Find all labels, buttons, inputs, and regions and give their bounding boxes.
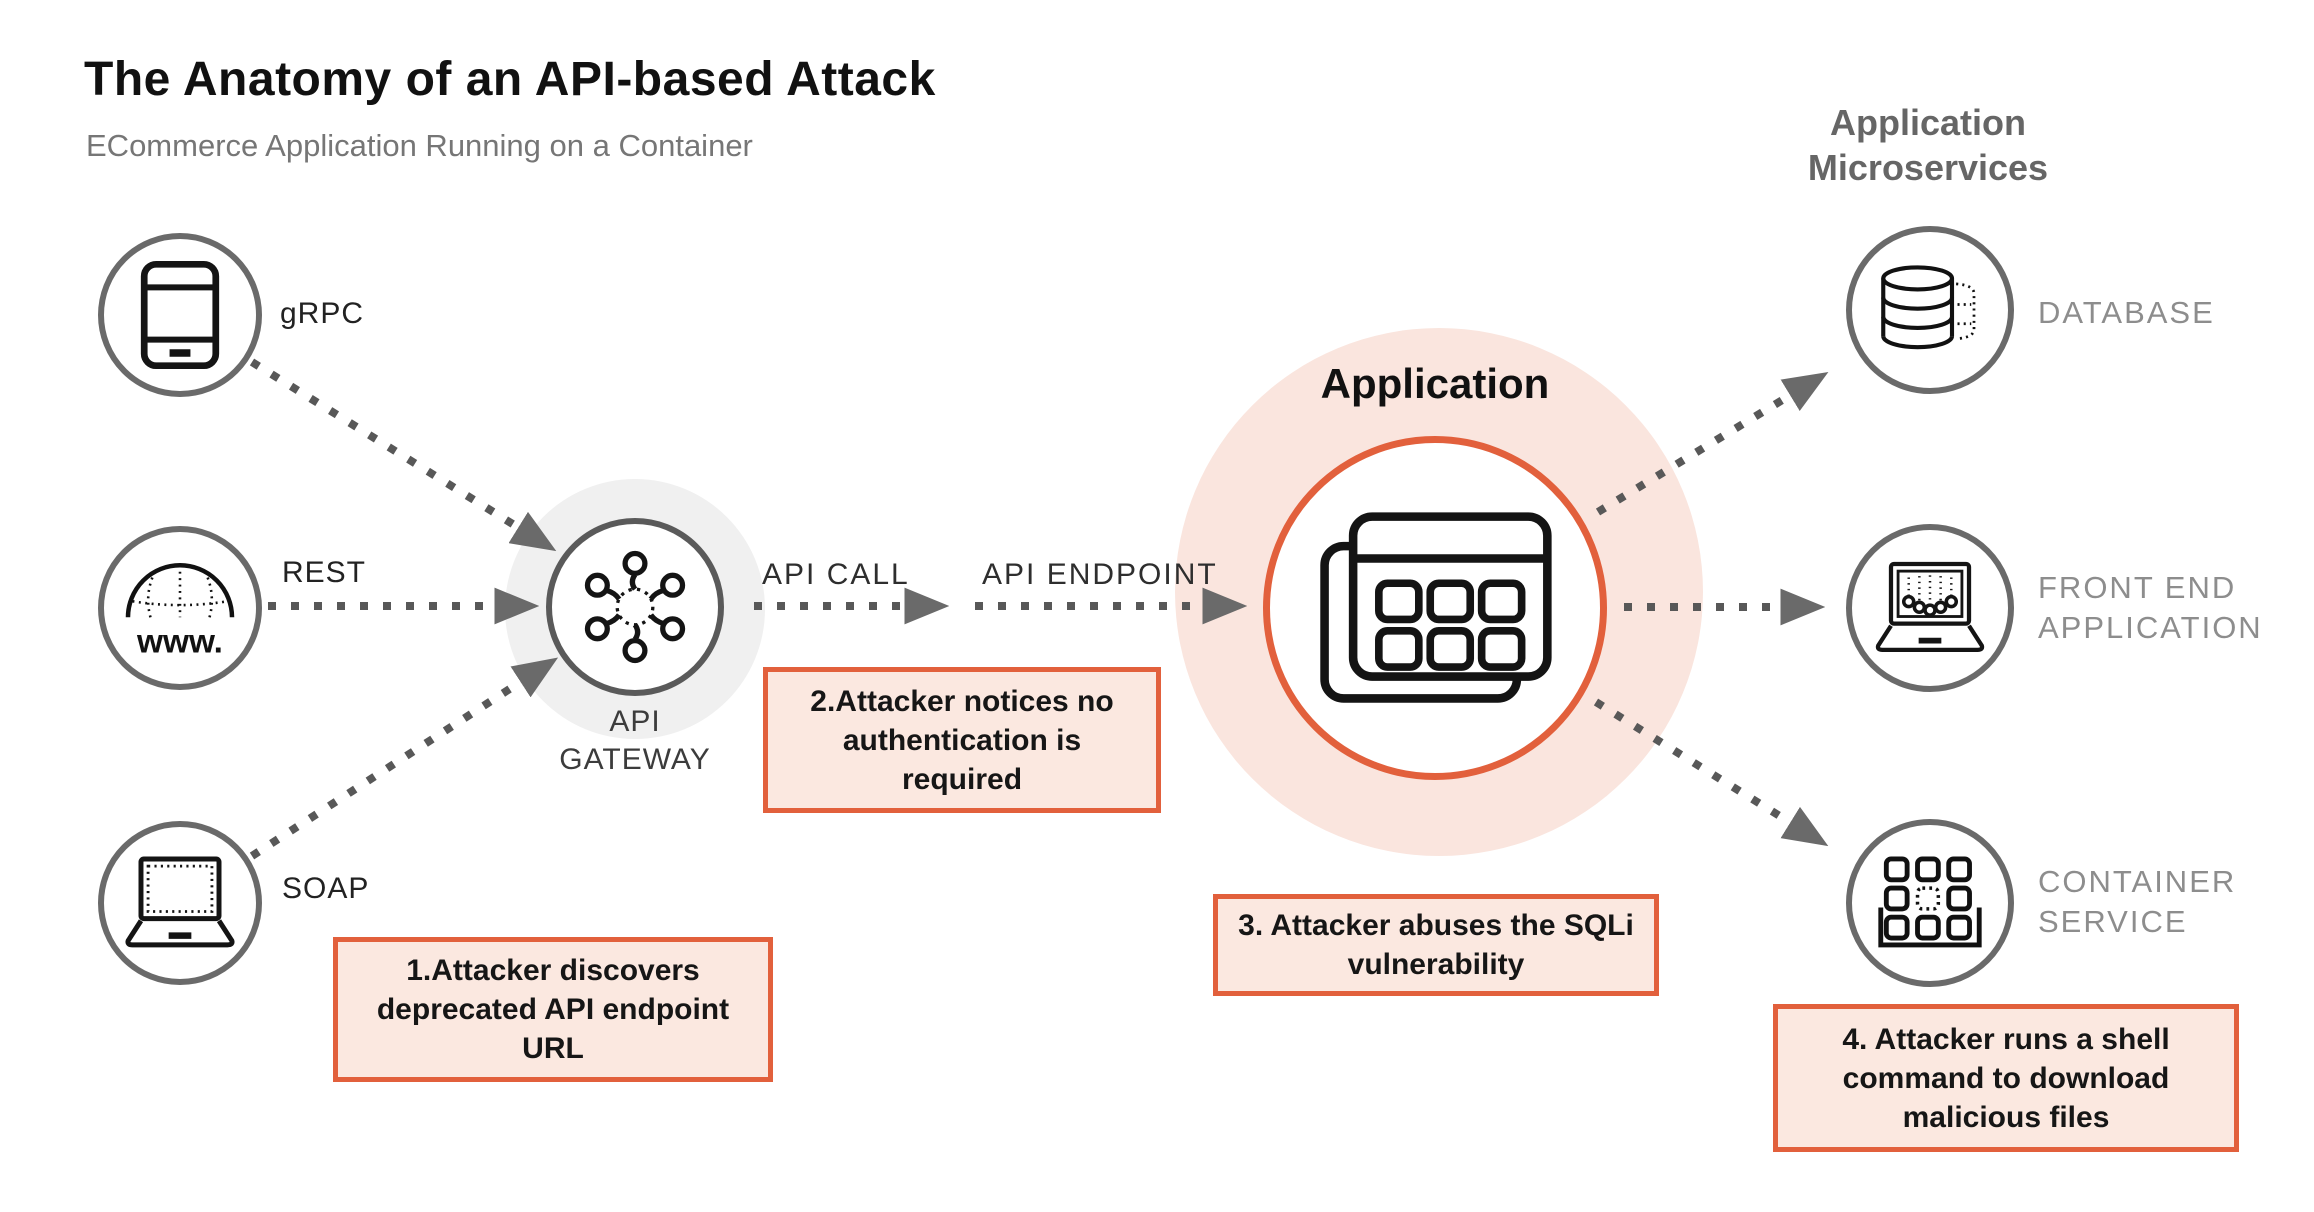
- smartphone-icon: [140, 260, 220, 370]
- frontend-label: FRONT END APPLICATION: [2038, 570, 2263, 645]
- application-title: Application: [1320, 360, 1550, 407]
- app-window-grid-icon: [1320, 512, 1552, 703]
- step-4-box: 4. Attacker runs a shell command to down…: [1773, 1004, 2239, 1152]
- soap-label: SOAP: [282, 872, 370, 905]
- step-3-box: 3. Attacker abuses the SQLi vulnerabilit…: [1213, 894, 1659, 996]
- page-title: The Anatomy of an API-based Attack: [84, 53, 936, 106]
- database-icon: [1881, 265, 1976, 350]
- www-text: www.: [136, 624, 223, 661]
- database-label: DATABASE: [2038, 295, 2215, 330]
- api-gateway-circle: [546, 518, 724, 696]
- microservices-heading: Application Microservices: [1807, 102, 2049, 188]
- rest-node-circle: www.: [98, 526, 262, 690]
- laptop-icon: [125, 856, 235, 948]
- grpc-node-circle: [98, 233, 262, 397]
- container-grid-icon: [1878, 856, 1982, 948]
- frontend-laptop-icon: [1875, 561, 1985, 652]
- step-3-text: 3. Attacker abuses the SQLi vulnerabilit…: [1238, 909, 1634, 981]
- container-node-circle: [1846, 819, 2014, 987]
- api-gateway-hub-icon: [584, 550, 686, 664]
- arrow-soap-to-gateway: [249, 657, 559, 860]
- step-4-text: 4. Attacker runs a shell command to down…: [1842, 1022, 2170, 1134]
- rest-label: REST: [282, 556, 367, 589]
- www-globe-icon: www.: [125, 563, 235, 661]
- step-2-box: 2.Attacker notices no authentication is …: [763, 667, 1161, 813]
- api-gateway-label: API GATEWAY: [559, 705, 711, 776]
- application-circle: [1263, 436, 1607, 780]
- step-1-box: 1.Attacker discovers deprecated API endp…: [333, 937, 773, 1082]
- soap-node-circle: [98, 821, 262, 985]
- frontend-node-circle: [1846, 524, 2014, 692]
- step-2-text: 2.Attacker notices no authentication is …: [810, 684, 1114, 796]
- api-call-label: API CALL: [762, 558, 910, 591]
- step-1-text: 1.Attacker discovers deprecated API endp…: [376, 954, 730, 1065]
- grpc-label: gRPC: [280, 297, 365, 330]
- arrow-grpc-to-gateway: [249, 358, 557, 552]
- page-subtitle: ECommerce Application Running on a Conta…: [86, 128, 753, 163]
- api-endpoint-label: API ENDPOINT: [982, 558, 1218, 591]
- database-node-circle: [1846, 226, 2014, 394]
- container-label: CONTAINER SERVICE: [2038, 864, 2237, 939]
